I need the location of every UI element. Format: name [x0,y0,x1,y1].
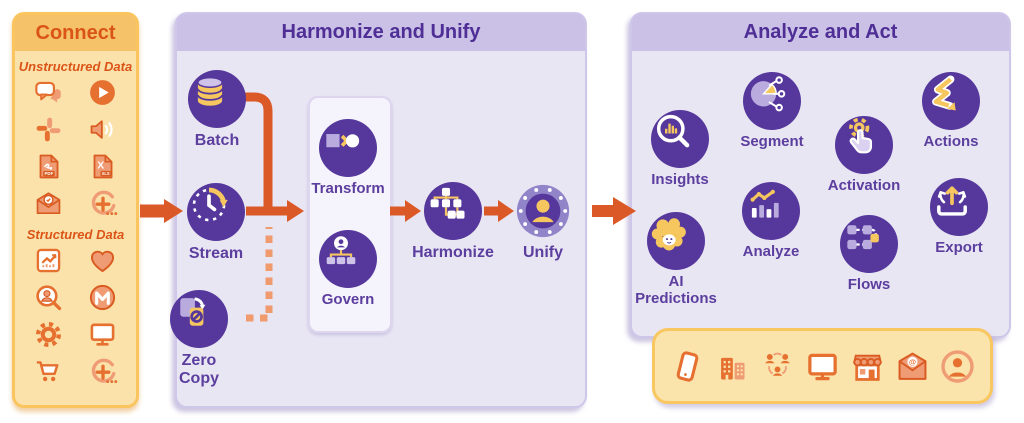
export-icon [930,178,988,236]
structured-icon-grid [15,245,136,387]
node-flows-label: Flows [847,276,891,293]
monitor-channel-icon [804,348,841,385]
node-analyze: Analyze [719,182,823,261]
customer-avatar-icon [939,348,976,385]
harmonize-icon [424,182,482,240]
people-network-icon [759,348,796,385]
audio-icon [87,114,118,145]
node-segment-label: Segment [740,133,804,150]
svg-text:XLS: XLS [102,171,110,176]
node-export-label: Export [935,239,983,256]
connector-more-icon [87,356,118,387]
node-govern-label: Govern [321,291,375,308]
chat-icon [33,77,64,108]
analyze-icon [742,182,800,240]
batch-icon [188,70,246,128]
node-export: Export [907,178,1011,257]
node-actions-label: Actions [923,133,979,150]
node-harmonize-label: Harmonize [412,244,494,261]
channels-bar: @ [652,328,993,404]
slack-icon [33,114,64,145]
node-segment: Segment [720,72,824,151]
segment-icon [743,72,801,130]
node-analyze-label: Analyze [742,243,800,260]
node-zero-copy-label: Zero Copy [179,352,219,387]
transform-icon [319,119,377,177]
gear-icon [33,319,64,350]
node-insights: Insights [628,110,732,189]
node-stream: Stream [164,183,268,263]
connector-more-icon [87,188,118,219]
node-actions: Actions [899,72,1003,151]
node-batch: Batch [165,70,269,150]
xls-file-icon: X XLS [87,151,118,182]
connect-panel: Connect Unstructured Data PDF X XLS Stru… [12,12,139,408]
node-unify-label: Unify [523,244,563,261]
heart-icon [87,245,118,276]
stream-icon [187,183,245,241]
actions-icon [922,72,980,130]
person-search-icon [33,282,64,313]
store-icon [849,348,886,385]
unify-icon [514,182,572,240]
mulesoft-icon [87,282,118,313]
node-zero-copy: Zero Copy [164,290,234,388]
govern-icon [319,230,377,288]
monitor-icon [87,319,118,350]
unstructured-data-label: Unstructured Data [18,59,133,74]
svg-text:PDF: PDF [44,171,53,176]
harmonize-unify-panel-title: Harmonize and Unify [177,14,585,51]
activation-icon [835,116,893,174]
analyze-act-panel: Analyze and Act [630,12,1011,338]
connect-panel-title: Connect [15,15,136,51]
email-shield-icon [33,188,64,219]
node-transform: Transform [296,119,400,198]
phone-icon [669,348,706,385]
analyze-act-panel-title: Analyze and Act [632,14,1009,51]
structured-data-label: Structured Data [26,227,125,242]
pdf-file-icon: PDF [33,151,64,182]
zero-copy-icon [170,290,228,348]
node-unify: Unify [491,182,595,262]
ai-predictions-icon [647,212,705,270]
svg-text:@: @ [909,357,916,366]
unstructured-icon-grid: PDF X XLS [15,77,136,219]
svg-text:X: X [97,161,104,172]
node-flows: Flows [817,215,921,294]
flows-icon [840,215,898,273]
node-transform-label: Transform [311,180,385,197]
node-ai-predictions-label: AI Predictions [635,273,717,307]
node-harmonize: Harmonize [401,182,505,262]
node-stream-label: Stream [188,245,244,262]
play-icon [87,77,118,108]
node-batch-label: Batch [194,132,240,149]
cart-icon [33,356,64,387]
buildings-icon [714,348,751,385]
node-insights-label: Insights [651,171,709,188]
chart-box-icon [33,245,64,276]
insights-icon [651,110,709,168]
node-activation: Activation [812,116,916,195]
node-govern: Govern [296,230,400,309]
email-at-icon: @ [894,348,931,385]
node-ai-predictions: AI Predictions [628,212,724,308]
node-activation-label: Activation [827,177,901,194]
